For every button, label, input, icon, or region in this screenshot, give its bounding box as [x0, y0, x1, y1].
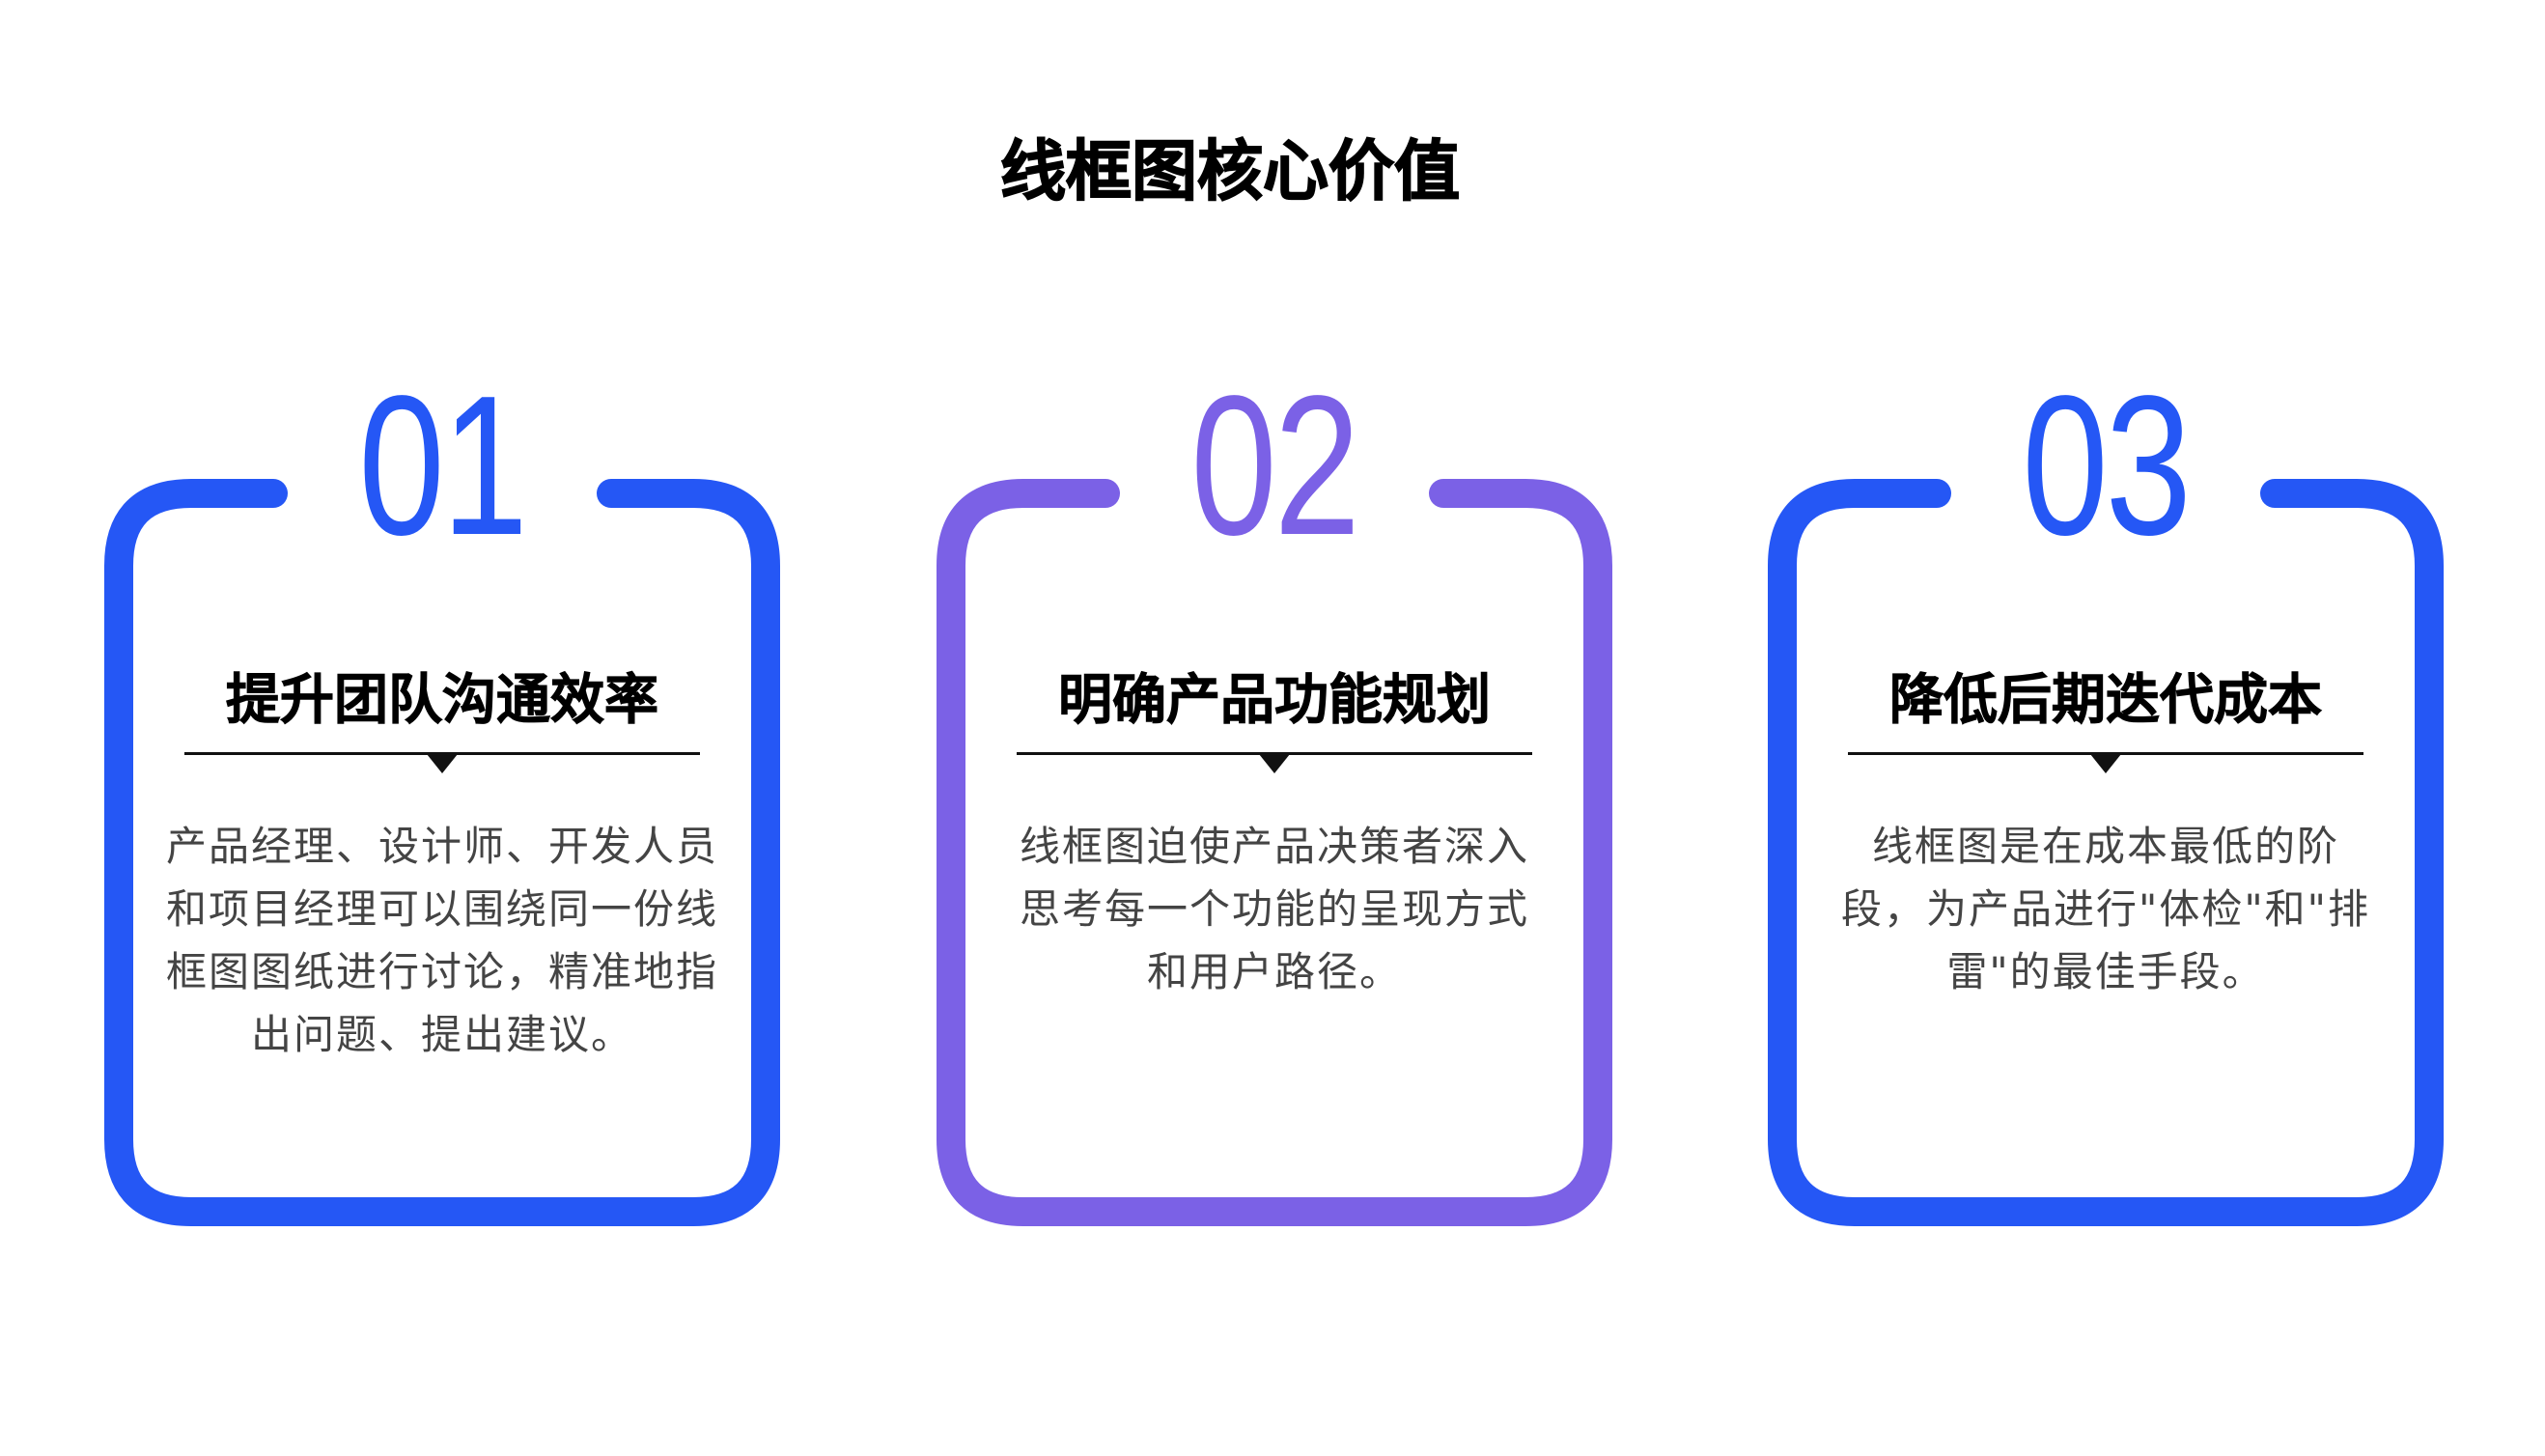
value-card-1: 01 提升团队沟通效率 产品经理、设计师、开发人员和项目经理可以围绕同一份线框图…	[104, 366, 780, 1226]
card-heading-1: 提升团队沟通效率	[226, 669, 659, 733]
card-number-2: 02	[937, 354, 1612, 576]
card-number-1: 01	[104, 354, 780, 576]
card-heading-3: 降低后期迭代成本	[1889, 669, 2323, 733]
card-heading-2: 明确产品功能规划	[1058, 669, 1492, 733]
value-card-3: 03 降低后期迭代成本 线框图是在成本最低的阶段，为产品进行"体检"和"排雷"的…	[1768, 366, 2444, 1226]
card-body-1: 产品经理、设计师、开发人员和项目经理可以围绕同一份线框图图纸进行讨论，精准地指出…	[165, 823, 718, 1058]
card-number-text: 03	[2022, 354, 2193, 576]
page-title: 线框图核心价值	[999, 133, 1461, 211]
card-divider-2	[1017, 752, 1532, 755]
card-frame-3	[1768, 479, 2444, 1226]
card-body-2: 线框图迫使产品决策者深入思考每一个功能的呈现方式和用户路径。	[1019, 823, 1529, 995]
card-divider-3	[1848, 752, 2363, 755]
card-number-3: 03	[1768, 354, 2444, 576]
down-triangle-icon	[427, 754, 458, 773]
card-number-text: 02	[1190, 354, 1361, 576]
card-frame-2	[937, 479, 1612, 1226]
down-triangle-icon	[2090, 754, 2121, 773]
down-triangle-icon	[1259, 754, 1290, 773]
value-card-2: 02 明确产品功能规划 线框图迫使产品决策者深入思考每一个功能的呈现方式和用户路…	[937, 366, 1612, 1226]
card-number-text: 01	[358, 354, 529, 576]
card-body-3: 线框图是在成本最低的阶段，为产品进行"体检"和"排雷"的最佳手段。	[1841, 823, 2370, 995]
card-frame-1	[104, 479, 780, 1226]
card-divider-1	[184, 752, 700, 755]
